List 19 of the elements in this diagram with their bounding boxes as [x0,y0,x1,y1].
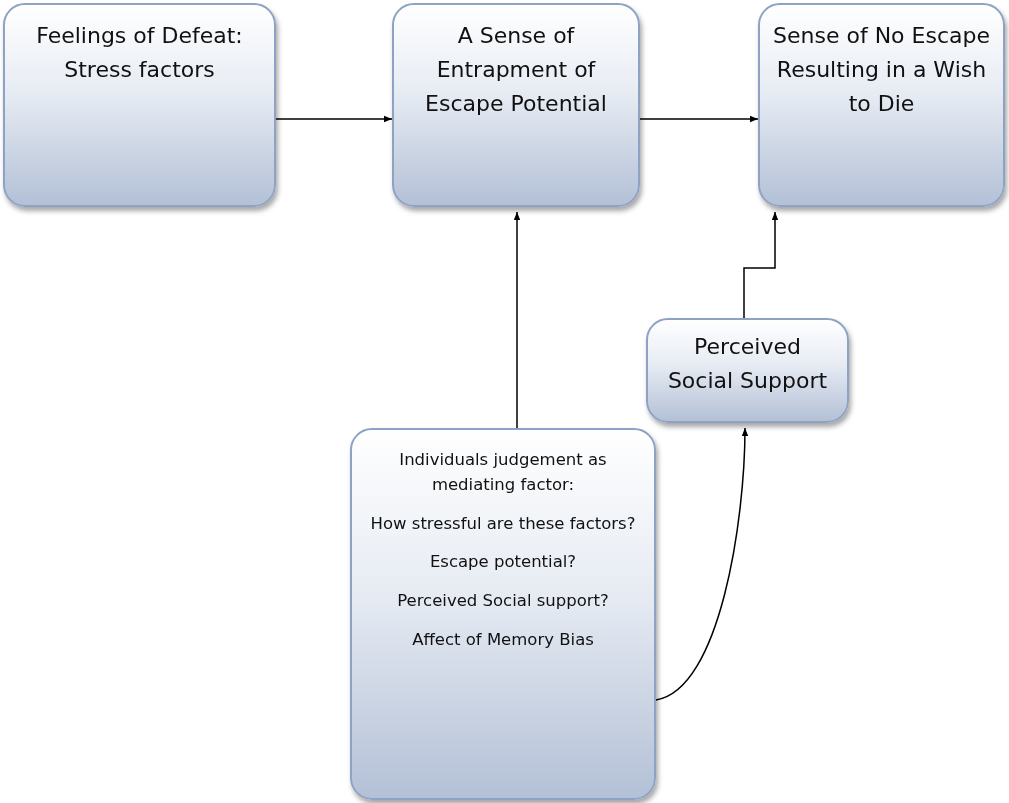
arrow [655,427,749,701]
node-text: How stressful are these factors? [370,512,636,535]
arrow [275,115,393,123]
rounded-box [392,3,640,207]
node-text: Escape potential? [429,551,577,574]
arrow [639,115,759,123]
rounded-box [3,3,276,207]
node-text: A Sense of Entrapment of Escape Potential [424,22,608,119]
node-text: Feelings of Defeat: Stress factors [35,22,244,85]
node-text: Individuals judgement as mediating factor: [398,449,608,496]
rounded-box [758,3,1005,207]
node-text: Perceived Social support? [397,590,609,612]
node-text: Perceived Social Support [666,333,829,396]
node-text: Sense of No Escape Resulting in a Wish to Die [772,22,991,119]
node-text: Affect of Memory Bias [412,628,594,651]
arrow [513,211,521,429]
rounded-box [350,428,656,800]
arrow [743,211,779,319]
rounded-box [646,318,849,423]
